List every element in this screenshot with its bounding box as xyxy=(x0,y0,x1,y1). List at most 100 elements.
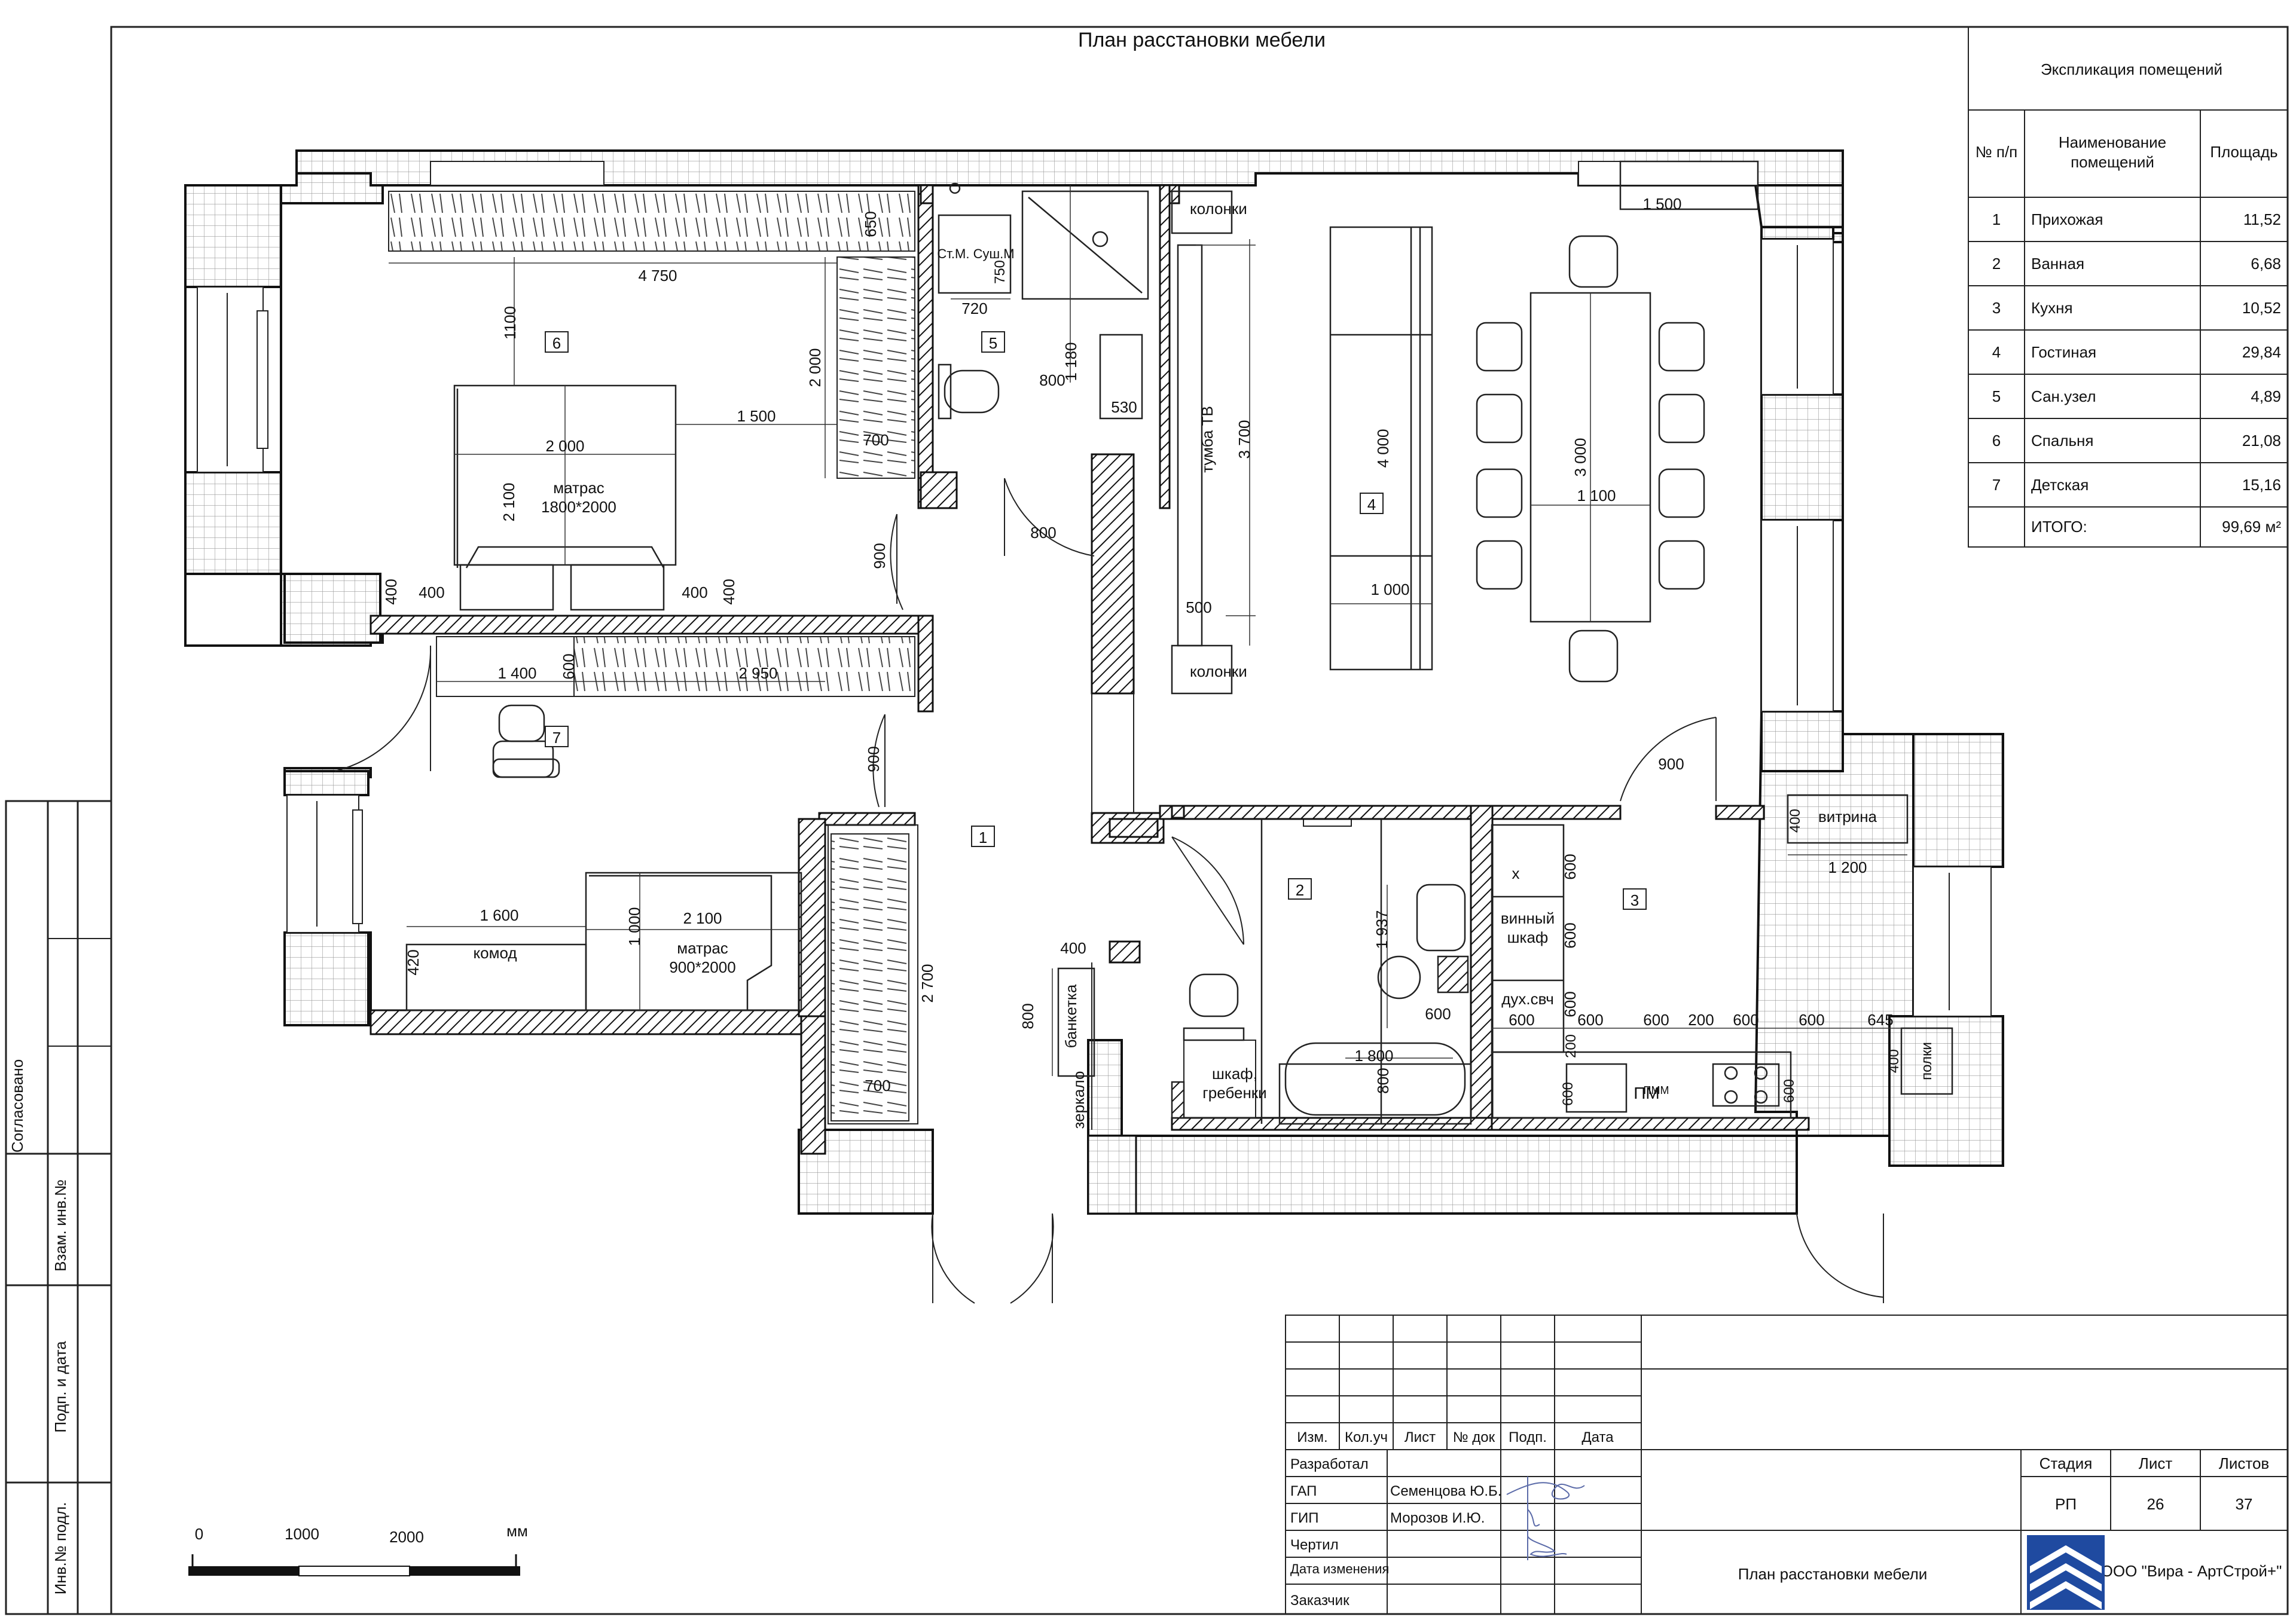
dim: 1 000 xyxy=(1370,580,1409,598)
dim: 1 200 xyxy=(1828,858,1867,876)
room-number-7: 7 xyxy=(552,729,561,747)
sheets-label: Листов xyxy=(2219,1454,2269,1472)
row-name: Детская xyxy=(2031,476,2089,494)
facade-block xyxy=(184,471,282,575)
facade-block xyxy=(283,573,381,644)
col-name-2: помещений xyxy=(2071,153,2154,171)
bench xyxy=(1057,967,1095,1077)
bed-small xyxy=(405,872,802,1011)
row-name: Прихожая xyxy=(2031,210,2103,228)
row-area: 11,52 xyxy=(2243,210,2281,228)
dim: 400 xyxy=(682,583,707,601)
corridor-lines xyxy=(1087,693,1137,1215)
label-washer: Ст.М. Суш.М xyxy=(937,246,1014,261)
room-number-1: 1 xyxy=(979,829,987,846)
dim: 700 xyxy=(863,431,889,449)
dim: 530 xyxy=(1111,398,1137,416)
bath-cabinet xyxy=(1183,1040,1256,1118)
dim: 1 100 xyxy=(1577,487,1616,505)
hdr-doc: № док xyxy=(1453,1429,1495,1445)
side-inv-orig: Инв.№ подл. xyxy=(51,1502,69,1595)
title-block-headers: Изм. Кол.уч Лист № док Подп. Дата Разраб… xyxy=(1290,1429,2282,1609)
bathroom-fixtures xyxy=(1171,819,1472,1125)
doors xyxy=(334,478,1884,1304)
scale-unit: мм xyxy=(506,1522,528,1540)
row-area: 21,08 xyxy=(2242,432,2281,450)
row-name: Ванная xyxy=(2031,255,2084,273)
dim: 600 xyxy=(1577,1011,1603,1029)
role-gap: ГАП xyxy=(1290,1483,1317,1499)
dim: 720 xyxy=(961,299,987,317)
room-number-5: 5 xyxy=(989,334,997,352)
name-gap: Семенцова Ю.Б. xyxy=(1390,1483,1501,1499)
living-furniture xyxy=(1171,160,1759,695)
role-changed: Дата изменения xyxy=(1290,1561,1389,1576)
dim: 800 xyxy=(1030,524,1056,542)
dim: 1 600 xyxy=(480,906,518,924)
dim: 200 xyxy=(1688,1011,1714,1029)
dim: 200 xyxy=(1563,1034,1579,1058)
dim: 700 xyxy=(865,1077,890,1095)
room-number-4: 4 xyxy=(1367,496,1376,514)
dim: 1 500 xyxy=(737,407,775,425)
company-logo xyxy=(2027,1535,2105,1610)
signature-graphic xyxy=(1506,1477,1585,1560)
stage-value: РП xyxy=(2055,1495,2077,1513)
sheet-frame xyxy=(5,26,2289,1615)
sheets-value: 37 xyxy=(2236,1495,2253,1513)
name-gip: Морозов И.Ю. xyxy=(1390,1510,1485,1526)
label-mirror: зеркало xyxy=(1070,1071,1088,1129)
label-speakers-bottom: колонки xyxy=(1190,662,1247,680)
dim: 2 100 xyxy=(683,909,722,927)
dim: 600 xyxy=(1509,1011,1534,1029)
dim: 600 xyxy=(1799,1011,1824,1029)
windows xyxy=(197,161,1992,1017)
total-area: 99,69 м² xyxy=(2222,518,2281,536)
row-num: 7 xyxy=(1992,476,2001,494)
label-dresser: комод xyxy=(473,944,517,962)
row-num: 3 xyxy=(1992,299,2001,317)
sheet-label: Лист xyxy=(2139,1454,2173,1472)
dimension-labels: 4 750 650 1100 2 000 1 500 2 000 2 100 7… xyxy=(382,195,1902,1106)
room-number-2: 2 xyxy=(1296,881,1304,899)
dim: 600 xyxy=(1560,1082,1576,1106)
drawing-name: План расстановки мебели xyxy=(1738,1565,1928,1583)
row-name: Сан.узел xyxy=(2031,387,2096,405)
wc-fixtures xyxy=(938,182,1149,420)
label-bench: банкетка xyxy=(1062,984,1080,1048)
dim: 600 xyxy=(1733,1011,1758,1029)
dim: 600 xyxy=(1425,1005,1451,1023)
total-label: ИТОГО: xyxy=(2031,518,2087,536)
dim: 400 xyxy=(382,579,400,604)
label-oven: дух.свч xyxy=(1501,990,1554,1008)
scale-1000: 1000 xyxy=(285,1525,319,1543)
explication-title: Экспликация помещений xyxy=(2041,60,2222,78)
label-wine-2: шкаф xyxy=(1507,928,1549,946)
scale-0: 0 xyxy=(195,1525,203,1543)
row-num: 5 xyxy=(1992,387,2001,405)
scale-bar xyxy=(188,1554,520,1576)
dim: 2 000 xyxy=(545,437,584,455)
facade-block xyxy=(1760,710,1844,772)
dim: 800 xyxy=(1039,371,1065,389)
label-cabinet-2: гребенки xyxy=(1202,1084,1266,1102)
dim: 4 750 xyxy=(638,267,677,285)
office-chair xyxy=(492,704,560,778)
title-block xyxy=(1285,1315,2288,1615)
dim: 400 xyxy=(720,579,738,604)
row-num: 2 xyxy=(1992,255,2001,273)
role-developed: Разработал xyxy=(1290,1456,1369,1472)
company-name: ООО "Вира - АртСтрой+" xyxy=(2101,1562,2282,1580)
dim: 1 180 xyxy=(1062,342,1080,381)
dim: 600 xyxy=(1643,1011,1669,1029)
role-client: Заказчик xyxy=(1290,1593,1349,1609)
room-number-3: 3 xyxy=(1631,891,1639,909)
label-bed-small-2: 900*2000 xyxy=(669,958,735,976)
dim: 400 xyxy=(1060,939,1086,957)
dim: 3 000 xyxy=(1571,438,1589,476)
sheet-title: План расстановки мебели xyxy=(1078,29,1326,51)
facade-block xyxy=(283,770,370,796)
child-shelf xyxy=(436,636,575,697)
dim: 900 xyxy=(871,543,889,568)
